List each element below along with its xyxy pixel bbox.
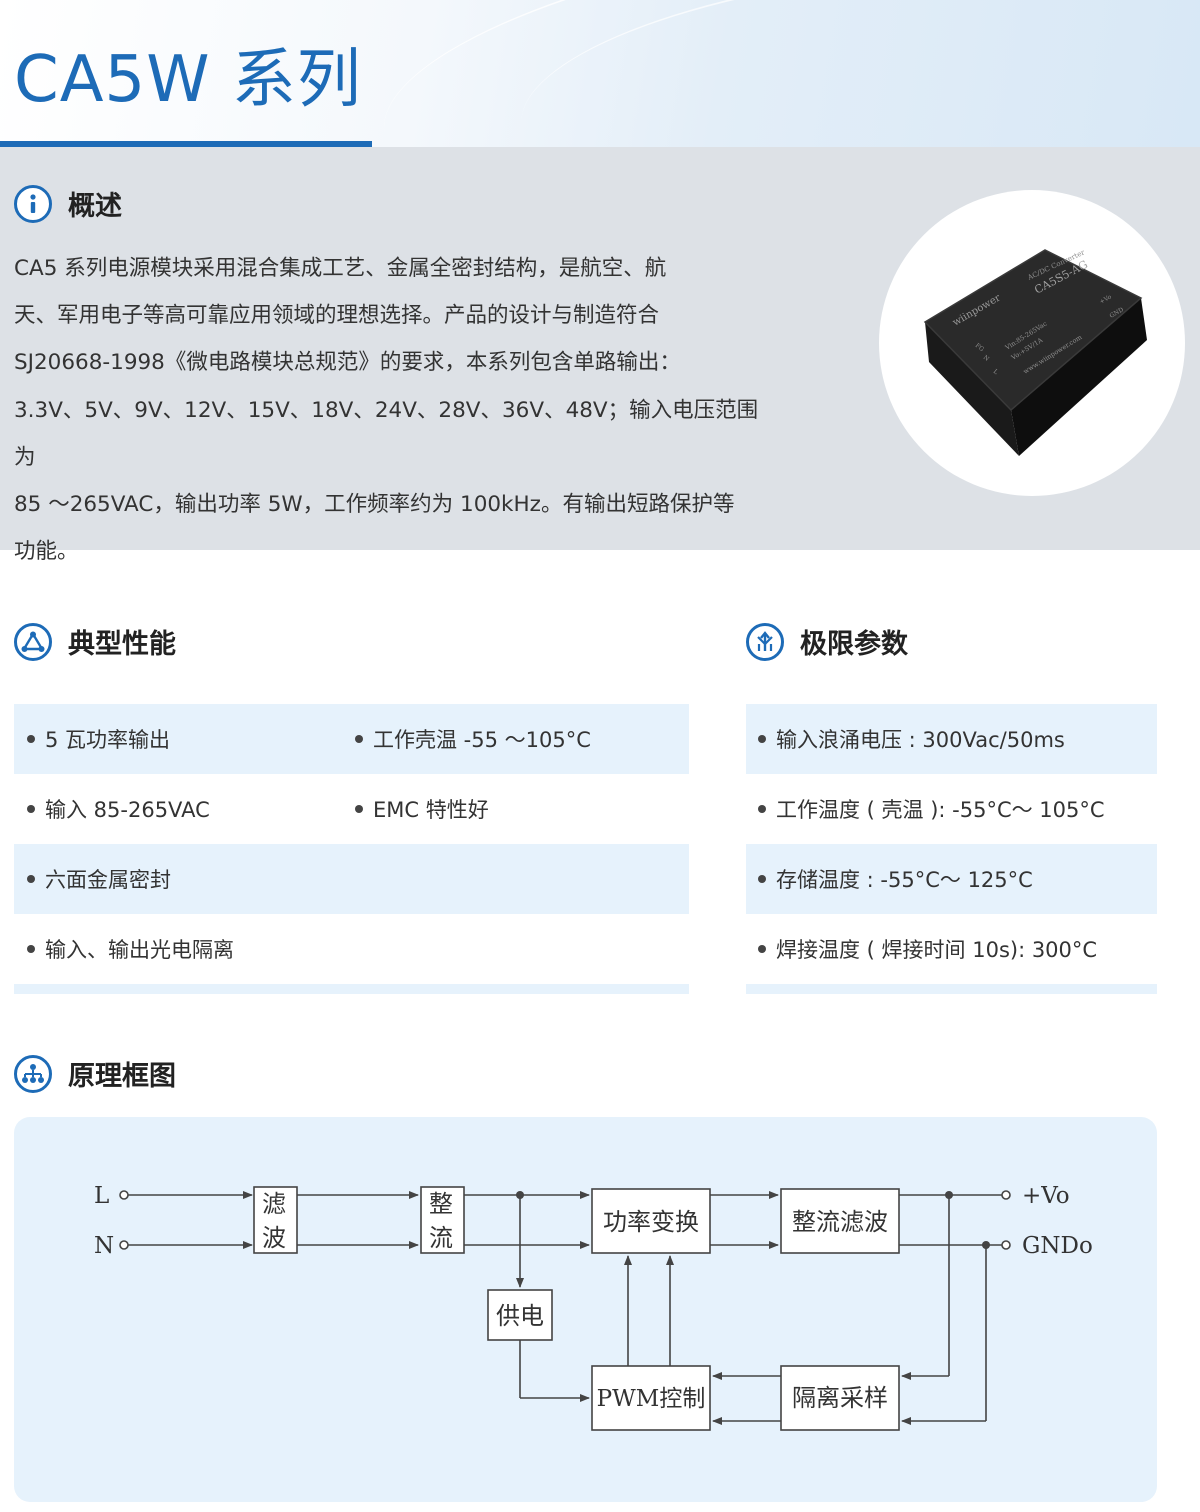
product-pin-fg: FG xyxy=(974,342,986,353)
arrows-up-icon xyxy=(746,622,784,661)
spec-item: 六面金属密封 xyxy=(27,864,171,894)
rectifier-label: 整 xyxy=(429,1190,453,1218)
spec-text: 输入、输出光电隔离 xyxy=(45,938,234,962)
output-pos-label: +Vo xyxy=(1022,1183,1070,1209)
limit-item: 焊接温度 ( 焊接时间 10s): 300°C xyxy=(746,934,1097,964)
product-pin-n: N xyxy=(982,354,990,363)
diagram-heading: 原理框图 xyxy=(14,1054,176,1093)
block-diagram-panel xyxy=(14,1117,1157,1502)
limit-text: 存储温度 : -55°C～ 125°C xyxy=(776,868,1033,892)
bullet-icon xyxy=(355,735,363,743)
output-gnd-label: GNDo xyxy=(1022,1233,1093,1259)
pwm-control-block: PWM控制 xyxy=(597,1386,706,1412)
filter-label: 波 xyxy=(262,1224,286,1252)
spec-item: 输入 85-265VAC xyxy=(27,794,210,824)
spec-text: 六面金属密封 xyxy=(45,868,171,892)
bullet-icon xyxy=(27,805,35,813)
table-row: 输入 85-265VAC EMC 特性好 xyxy=(14,774,689,844)
bullet-icon xyxy=(27,875,35,883)
spec-item: 5 瓦功率输出 xyxy=(27,724,170,754)
bullet-icon xyxy=(758,945,766,953)
overview-heading: 概述 xyxy=(14,184,122,223)
performance-title: 典型性能 xyxy=(68,629,176,660)
input-n-label: N xyxy=(94,1233,114,1259)
overview-line: 85 ～265VAC，输出功率 5W，工作频率约为 100kHz。有输出短路保护… xyxy=(14,492,735,518)
limits-table: 输入浪涌电压 : 300Vac/50ms 工作温度 ( 壳温 ): -55°C～… xyxy=(746,704,1157,994)
spec-text: EMC 特性好 xyxy=(373,798,489,822)
overview-line: SJ20668-1998《微电路模块总规范》的要求，本系列包含单路输出： xyxy=(14,350,681,376)
spec-text: 输入 85-265VAC xyxy=(45,798,210,822)
filter-label: 滤 xyxy=(262,1190,286,1218)
power-conversion-block: 功率变换 xyxy=(603,1208,699,1236)
overview-line: 3.3V、5V、9V、12V、15V、18V、24V、28V、36V、48V；输… xyxy=(14,397,759,470)
spec-item: EMC 特性好 xyxy=(355,794,489,824)
spec-item: 输入、输出光电隔离 xyxy=(27,934,234,964)
table-row: 焊接温度 ( 焊接时间 10s): 300°C xyxy=(746,914,1157,984)
page-header: CA5W 系列 xyxy=(0,0,1200,147)
input-l-label: L xyxy=(94,1183,109,1209)
product-pin-l: L xyxy=(992,368,999,376)
overview-line: 天、军用电子等高可靠应用领域的理想选择。产品的设计与制造符合 xyxy=(14,303,660,329)
bullet-icon xyxy=(355,805,363,813)
bullet-icon xyxy=(758,875,766,883)
table-row: 六面金属密封 xyxy=(14,844,689,914)
limits-title: 极限参数 xyxy=(800,629,908,660)
limit-text: 输入浪涌电压 : 300Vac/50ms xyxy=(776,728,1065,752)
limit-item: 存储温度 : -55°C～ 125°C xyxy=(746,864,1033,894)
diagram-title: 原理框图 xyxy=(68,1061,176,1092)
hierarchy-icon xyxy=(14,1054,52,1093)
spec-item: 工作壳温 -55 ～105°C xyxy=(355,724,591,754)
bullet-icon xyxy=(27,735,35,743)
spec-text: 工作壳温 -55 ～105°C xyxy=(373,728,591,752)
bullet-icon xyxy=(27,945,35,953)
limit-item: 输入浪涌电压 : 300Vac/50ms xyxy=(746,724,1065,754)
power-supply-block: 供电 xyxy=(496,1302,544,1330)
overview-paragraph: CA5 系列电源模块采用混合集成工艺、金属全密封结构，是航空、航 天、军用电子等… xyxy=(14,245,759,575)
limit-item: 工作温度 ( 壳温 ): -55°C～ 105°C xyxy=(746,794,1105,824)
rectifier-label: 流 xyxy=(429,1224,453,1252)
performance-heading: 典型性能 xyxy=(14,622,176,661)
rect-filter-block: 整流滤波 xyxy=(792,1208,888,1236)
table-footer xyxy=(14,984,689,994)
table-row: 存储温度 : -55°C～ 125°C xyxy=(746,844,1157,914)
overview-title: 概述 xyxy=(68,191,122,222)
limit-text: 焊接温度 ( 焊接时间 10s): 300°C xyxy=(776,938,1098,962)
triangle-network-icon xyxy=(14,622,52,661)
performance-table: 5 瓦功率输出 工作壳温 -55 ～105°C 输入 85-265VAC EMC… xyxy=(14,704,689,994)
spec-text: 5 瓦功率输出 xyxy=(45,728,171,752)
product-image: AC/DC Converter wiinpower CA5S5-AG Vin:8… xyxy=(879,190,1185,496)
table-row: 输入、输出光电隔离 xyxy=(14,914,689,984)
limits-heading: 极限参数 xyxy=(746,622,908,661)
page-title: CA5W 系列 xyxy=(14,43,362,117)
table-row: 5 瓦功率输出 工作壳温 -55 ～105°C xyxy=(14,704,689,774)
table-footer xyxy=(746,984,1157,994)
limit-text: 工作温度 ( 壳温 ): -55°C～ 105°C xyxy=(776,798,1105,822)
bullet-icon xyxy=(758,805,766,813)
overview-line: 功能。 xyxy=(14,539,79,565)
table-row: 工作温度 ( 壳温 ): -55°C～ 105°C xyxy=(746,774,1157,844)
title-underline xyxy=(0,141,372,147)
isolated-sampling-block: 隔离采样 xyxy=(792,1384,888,1412)
info-icon xyxy=(14,184,52,223)
table-row: 输入浪涌电压 : 300Vac/50ms xyxy=(746,704,1157,774)
bullet-icon xyxy=(758,735,766,743)
overview-line: CA5 系列电源模块采用混合集成工艺、金属全密封结构，是航空、航 xyxy=(14,256,667,281)
